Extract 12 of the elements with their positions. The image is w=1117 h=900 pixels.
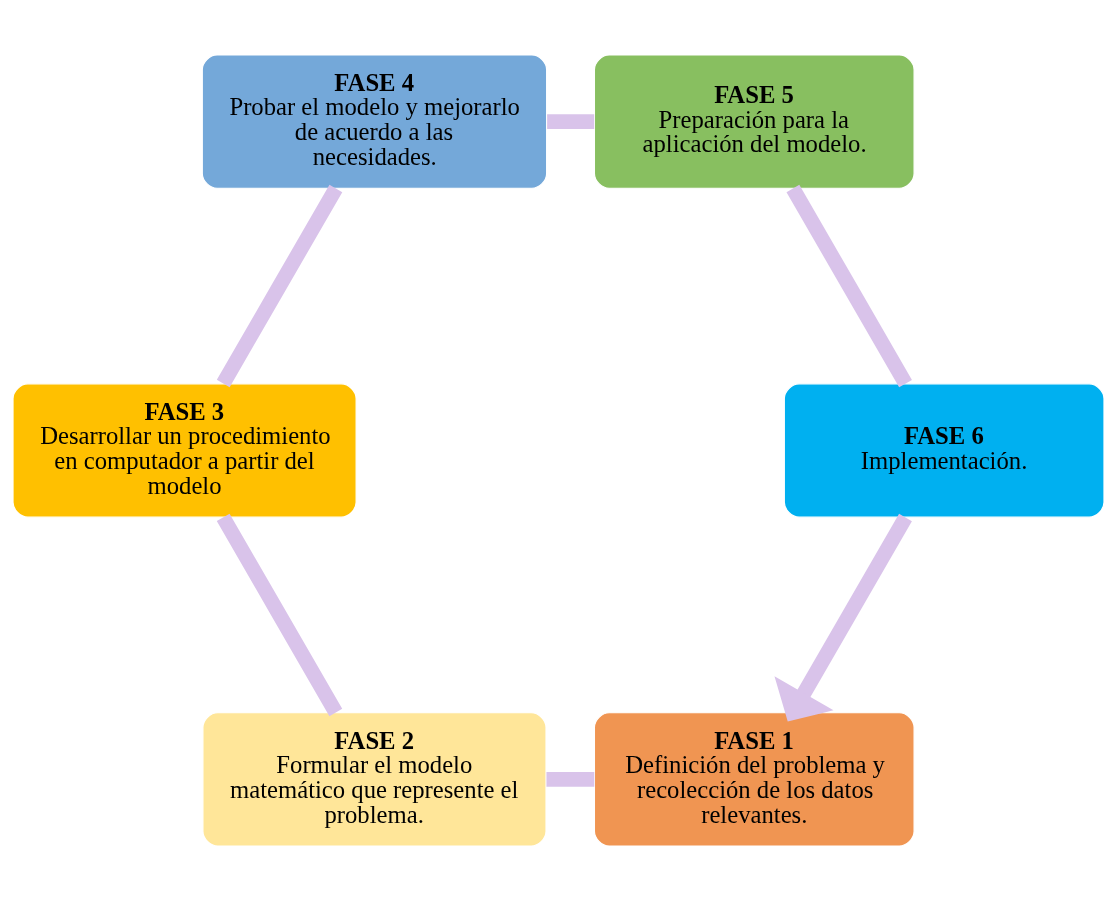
connector: [216, 184, 343, 387]
node-box: FASE 6 Implementación.: [783, 382, 1105, 518]
connector: [546, 771, 595, 787]
node-box: FASE 5 Preparación para la aplicación del modelo.: [593, 53, 915, 189]
arrow: [774, 513, 912, 721]
connector: [786, 184, 912, 387]
connector: [547, 113, 595, 129]
node-box: FASE 3 Desarrollar un procedimiento en computador a partir del modelo: [12, 382, 357, 518]
connector: [216, 513, 343, 716]
node-box: FASE 4 Probar el modelo y mejorarlo de acuerdo a las necesidades.: [201, 53, 548, 189]
node-box: FASE 1 Definición del problema y recolección de los datos relevantes.: [593, 711, 915, 847]
node-box: FASE 2 Formular el modelo matemático que represente el problema.: [202, 711, 547, 847]
